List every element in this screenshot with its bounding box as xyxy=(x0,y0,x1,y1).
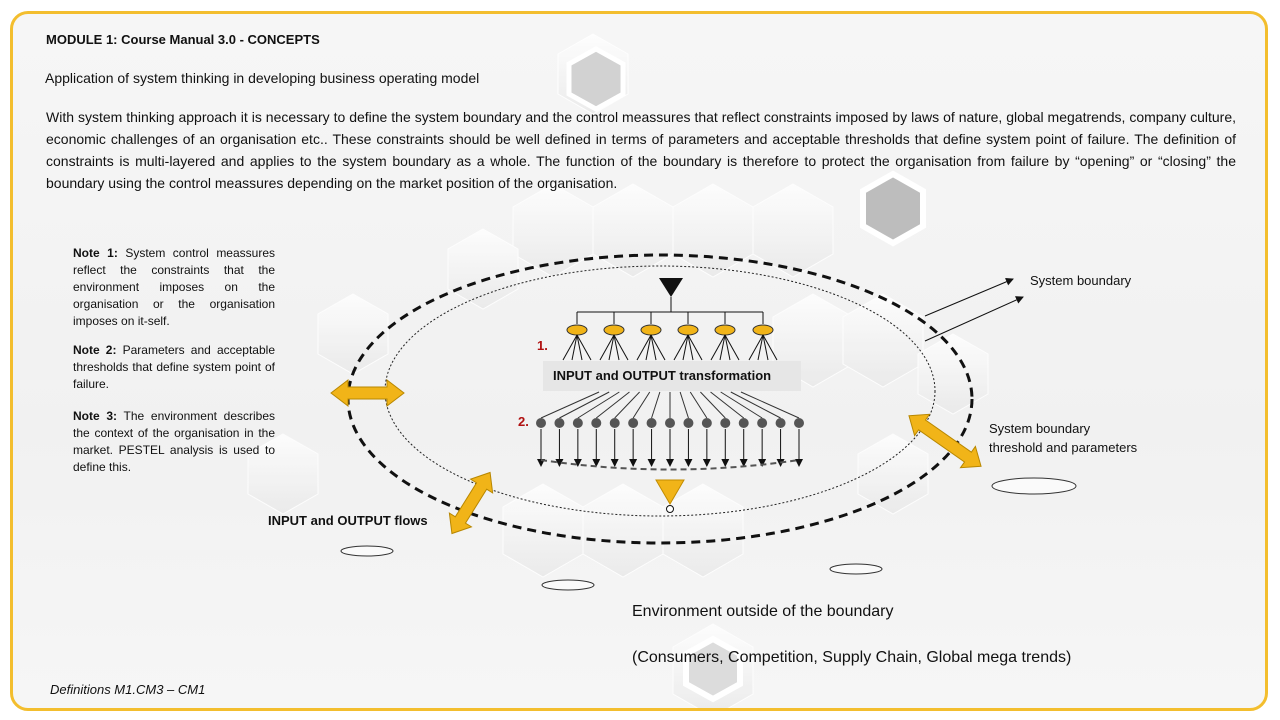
output-node xyxy=(572,418,583,428)
transformation-box xyxy=(543,361,801,391)
output-node xyxy=(738,418,749,428)
output-node xyxy=(683,418,694,428)
environment-ellipse-2 xyxy=(340,545,394,557)
note-1-label: Note 1: xyxy=(73,246,118,260)
environment-ellipse-3 xyxy=(541,579,595,591)
footer-reference: Definitions M1.CM3 – CM1 xyxy=(50,682,206,697)
output-node xyxy=(775,418,786,428)
note-1-text: System control meassures reflect the con… xyxy=(73,246,275,328)
marker-2-label: 2. xyxy=(518,414,529,429)
output-node xyxy=(591,418,602,428)
note-3-text: The environment describes the context of… xyxy=(73,409,276,474)
output-node xyxy=(609,418,620,428)
input-triangle-icon xyxy=(659,278,683,297)
system-boundary-diagram xyxy=(330,253,1077,591)
output-node xyxy=(701,418,712,428)
control-node xyxy=(677,324,699,336)
output-node xyxy=(628,418,639,428)
background-hexagons xyxy=(247,33,989,708)
environment-line-1: Environment outside of the boundary xyxy=(632,603,894,620)
note-1: Note 1: System control meassures reflect… xyxy=(73,245,275,330)
double-arrow-threshold xyxy=(908,413,982,469)
outputs-layer xyxy=(536,391,804,467)
marker-1-label: 1. xyxy=(537,338,548,353)
page-title: MODULE 1: Course Manual 3.0 - CONCEPTS xyxy=(46,32,320,47)
transformation-label: INPUT and OUTPUT transformation xyxy=(553,368,772,383)
inner-boundary-ellipse xyxy=(384,265,936,517)
note-2-text: Parameters and acceptable thresholds tha… xyxy=(73,343,275,391)
page-subtitle: Application of system thinking in develo… xyxy=(45,70,480,86)
output-node xyxy=(757,418,768,428)
control-node xyxy=(566,324,588,336)
environment-line-2: (Consumers, Competition, Supply Chain, G… xyxy=(632,649,1072,666)
threshold-label-line1: System boundary xyxy=(989,421,1091,436)
output-collector-line xyxy=(540,459,800,471)
control-node xyxy=(603,324,625,336)
output-triangle-icon xyxy=(655,479,685,505)
note-2-label: Note 2: xyxy=(73,343,117,357)
note-2: Note 2: Parameters and acceptable thresh… xyxy=(73,342,275,393)
double-arrow-flows xyxy=(448,471,494,535)
note-3-label: Note 3: xyxy=(73,409,118,423)
environment-ellipse-4 xyxy=(829,563,883,575)
control-node xyxy=(640,324,662,336)
note-3: Note 3: The environment describes the co… xyxy=(73,408,275,476)
flows-label: INPUT and OUTPUT flows xyxy=(268,513,428,528)
outer-boundary-ellipse xyxy=(346,253,974,545)
boundary-pointer-arrow-1 xyxy=(924,278,1014,317)
output-node xyxy=(794,418,804,428)
boundary-pointer-arrow-2 xyxy=(924,296,1024,342)
system-boundary-label: System boundary xyxy=(1030,273,1132,288)
output-node xyxy=(720,418,731,428)
output-node xyxy=(536,418,546,428)
intro-paragraph: With system thinking approach it is nece… xyxy=(46,109,1236,191)
threshold-label-line2: threshold and parameters xyxy=(989,440,1138,455)
output-node xyxy=(665,418,675,428)
control-node xyxy=(714,324,736,336)
control-node xyxy=(752,324,774,336)
output-node xyxy=(646,418,657,428)
environment-ellipse-1 xyxy=(991,477,1077,495)
slide-frame: MODULE 1: Course Manual 3.0 - CONCEPTS A… xyxy=(10,11,1268,711)
output-node xyxy=(554,418,565,428)
double-arrow-left xyxy=(330,378,405,408)
control-measures-tree xyxy=(562,312,778,361)
